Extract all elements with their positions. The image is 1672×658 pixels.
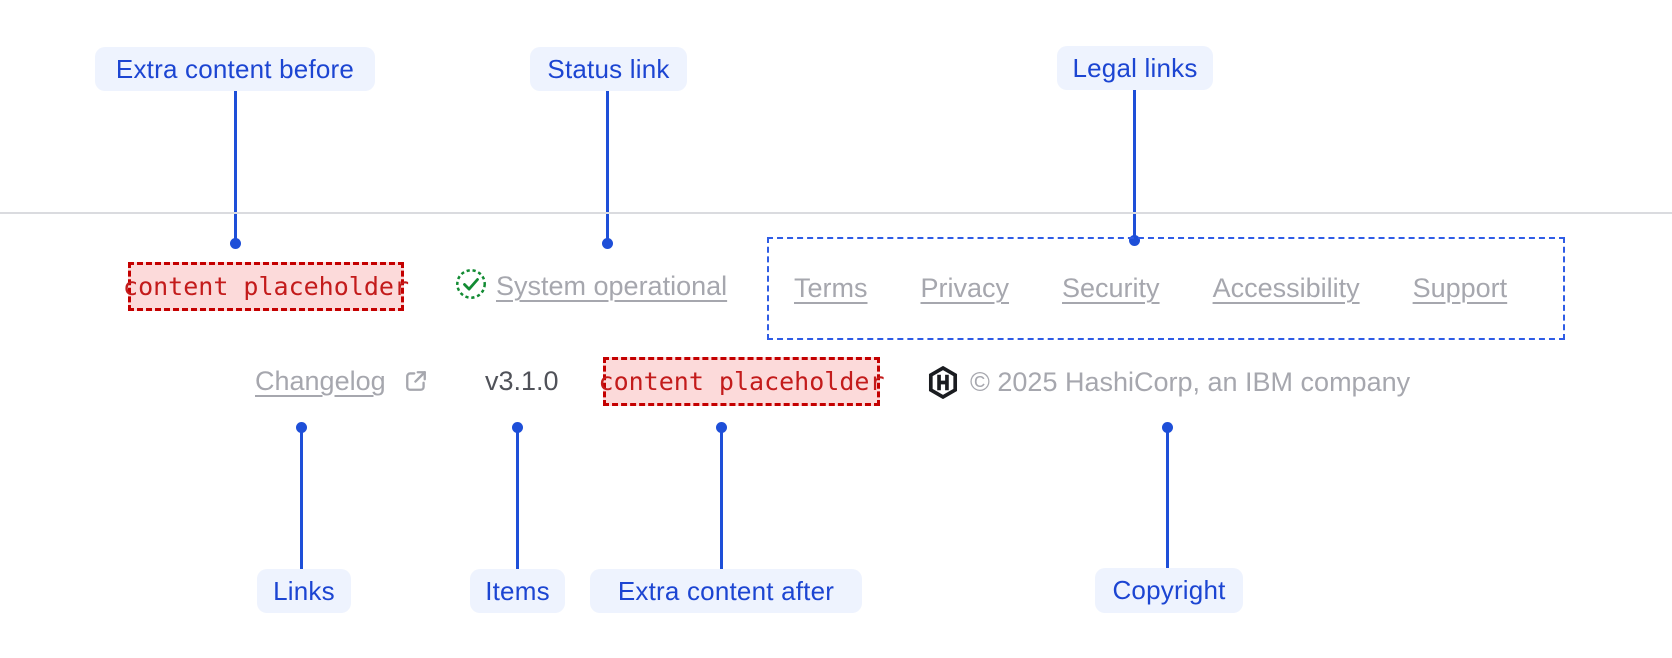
connector-dot-extra-content-before [230, 238, 241, 249]
annotation-label-items: Items [470, 569, 565, 613]
annotation-label-copyright: Copyright [1095, 568, 1243, 613]
extra-content-before-placeholder: content placeholder [123, 262, 409, 311]
legal-link-security[interactable]: Security [1062, 273, 1160, 303]
annotation-label-status-link: Status link [530, 47, 687, 91]
annotation-label-legal-links: Legal links [1057, 46, 1213, 90]
changelog-link[interactable]: Changelog [255, 366, 386, 396]
connector-line-legal-links [1133, 90, 1136, 237]
connector-line-extra-content-after [720, 431, 723, 569]
annotation-label-extra-content-before: Extra content before [95, 47, 375, 91]
footer-divider [0, 212, 1672, 214]
connector-dot-legal-links [1129, 235, 1140, 246]
legal-link-privacy[interactable]: Privacy [920, 273, 1010, 303]
check-circle-icon [455, 268, 487, 300]
annotation-label-links: Links [257, 569, 351, 613]
legal-link-accessibility[interactable]: Accessibility [1212, 273, 1360, 303]
extra-content-after-placeholder: content placeholder [599, 357, 885, 406]
connector-dot-status-link [602, 238, 613, 249]
legal-links-group: Terms Privacy Security Accessibility Sup… [767, 237, 1565, 340]
copyright-text: © 2025 HashiCorp, an IBM company [970, 367, 1411, 397]
legal-link-support[interactable]: Support [1412, 273, 1508, 303]
connector-dot-items [512, 422, 523, 433]
connector-line-status-link [606, 91, 609, 241]
connector-line-copyright [1166, 431, 1169, 568]
legal-link-terms[interactable]: Terms [794, 273, 868, 303]
connector-line-items [516, 431, 519, 569]
annotation-label-extra-content-after: Extra content after [590, 569, 862, 613]
connector-dot-links [296, 422, 307, 433]
connector-dot-extra-content-after [716, 422, 727, 433]
hashicorp-logo-icon [927, 365, 959, 399]
connector-line-extra-content-before [234, 91, 237, 241]
external-link-icon [402, 367, 430, 395]
version-text: v3.1.0 [485, 366, 559, 396]
connector-dot-copyright [1162, 422, 1173, 433]
status-link[interactable]: System operational [496, 271, 728, 301]
connector-line-links [300, 431, 303, 569]
